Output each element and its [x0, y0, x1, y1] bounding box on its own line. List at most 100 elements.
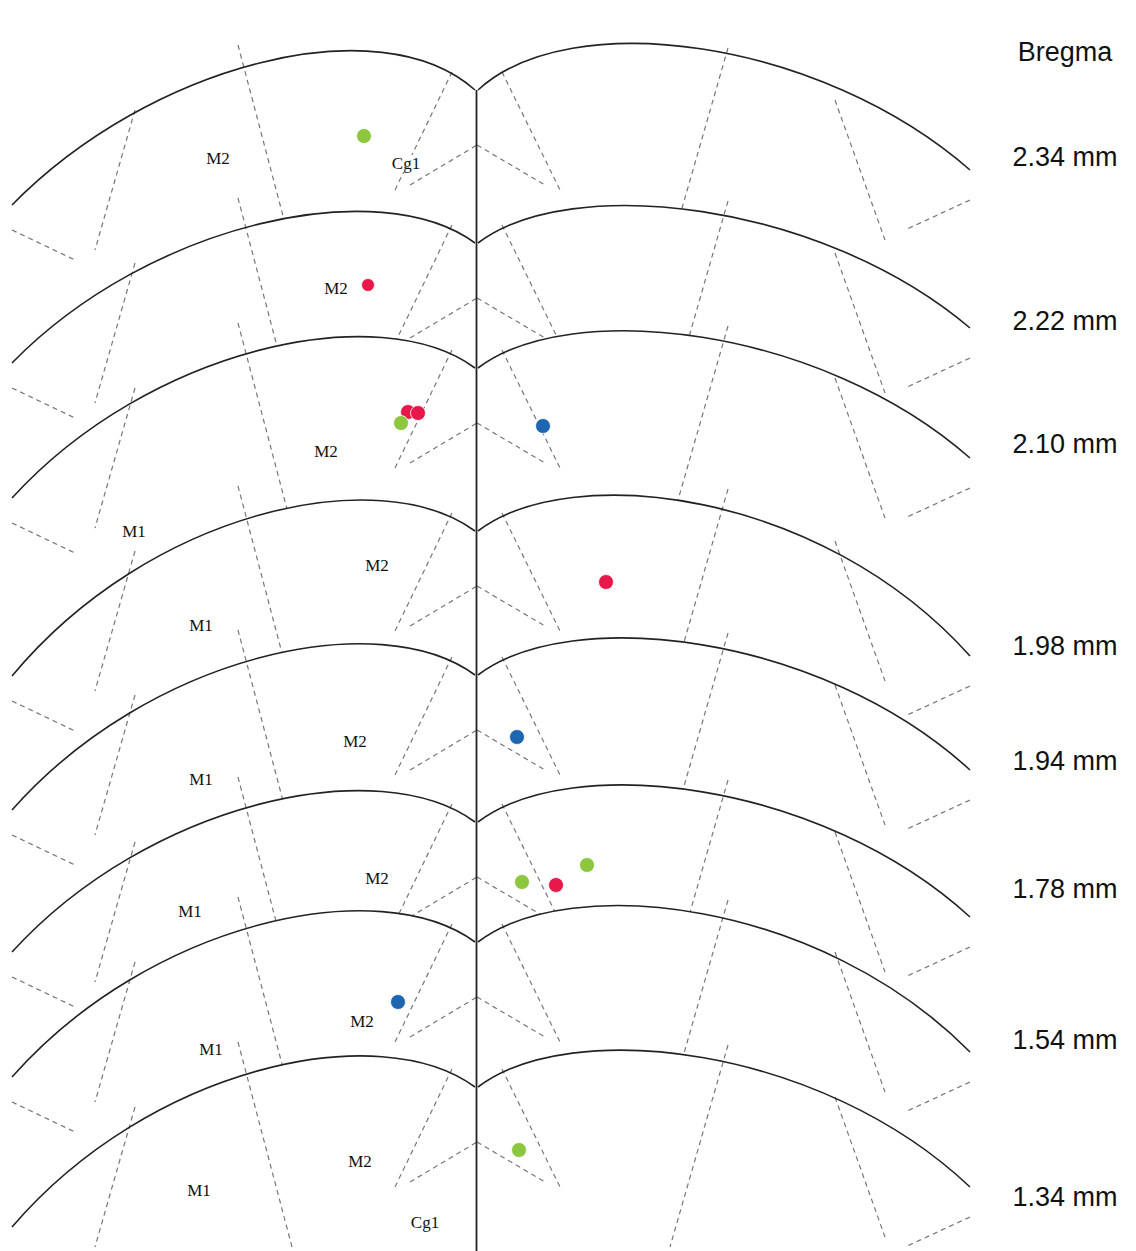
region-boundary [905, 1217, 970, 1247]
region-boundary [835, 541, 885, 681]
coronal-section [5, 777, 975, 1251]
section-ground [5, 906, 975, 1251]
injection-site [599, 575, 614, 590]
region-boundary [95, 388, 135, 528]
region-label: M2 [364, 557, 390, 574]
bregma-level: 1.78 mm [1012, 876, 1117, 903]
bregma-level: 1.98 mm [1012, 633, 1117, 660]
bregma-level: 2.10 mm [1012, 431, 1117, 458]
injection-site [362, 279, 375, 292]
bregma-level: 1.94 mm [1012, 748, 1117, 775]
region-boundary [905, 200, 970, 230]
region-label: M2 [323, 280, 349, 297]
region-boundary [477, 1142, 545, 1182]
cortex-outline [478, 785, 970, 917]
region-label: M1 [188, 771, 214, 788]
bregma-level: 1.34 mm [1012, 1184, 1117, 1211]
region-boundary [905, 1082, 970, 1112]
region-boundary [95, 962, 135, 1102]
coronal-section [5, 486, 975, 1251]
section-ground [5, 331, 975, 1251]
region-boundary [477, 298, 545, 338]
region-boundary [835, 1097, 885, 1237]
cortex-outline [478, 1050, 970, 1187]
section-ground [5, 638, 975, 1251]
region-boundary [410, 586, 477, 626]
region-boundary [905, 686, 970, 716]
coronal-section [5, 1042, 975, 1251]
section-ground [5, 785, 975, 1251]
region-boundary [395, 1069, 452, 1187]
region-boundary [502, 350, 560, 468]
injection-site [515, 875, 530, 890]
midline [476, 90, 478, 1251]
injection-site [357, 129, 372, 144]
region-boundary [502, 657, 560, 775]
injection-site [549, 878, 564, 893]
section-ground [5, 1050, 975, 1251]
region-boundary [477, 423, 545, 463]
cortex-outline [478, 906, 970, 1052]
region-label: M1 [198, 1041, 224, 1058]
bregma-level: Bregma [1018, 39, 1113, 66]
cortex-outline [478, 206, 970, 328]
region-boundary [12, 523, 75, 553]
coronal-section [5, 198, 975, 1251]
region-boundary [835, 952, 885, 1092]
region-label: M2 [205, 150, 231, 167]
region-label: M2 [349, 1013, 375, 1030]
coronal-section [5, 323, 975, 1251]
region-boundary [502, 804, 560, 922]
region-boundary [12, 835, 75, 865]
region-boundary [835, 832, 885, 972]
region-label: Cg1 [391, 155, 421, 172]
region-boundary [12, 230, 75, 260]
region-label: M2 [342, 733, 368, 750]
region-label: M1 [186, 1182, 212, 1199]
region-label: M1 [177, 903, 203, 920]
region-boundary [395, 72, 452, 190]
cortex-outline [12, 644, 475, 810]
region-boundary [410, 298, 477, 338]
region-boundary [95, 110, 135, 250]
section-ground [5, 206, 975, 1251]
injection-site [512, 1143, 527, 1158]
region-boundary [410, 423, 477, 463]
region-label: M2 [347, 1153, 373, 1170]
region-boundary [95, 695, 135, 835]
region-boundary [395, 225, 452, 343]
region-boundary [835, 253, 885, 393]
cortex-outline [478, 43, 970, 170]
region-boundary [502, 1069, 560, 1187]
region-boundary [502, 72, 560, 190]
cortex-outline [478, 495, 970, 656]
cortex-outline [12, 337, 475, 498]
region-boundary [670, 326, 728, 528]
region-boundary [395, 350, 452, 468]
region-boundary [95, 842, 135, 982]
region-boundary [670, 1045, 728, 1247]
cortex-outline [478, 638, 970, 770]
injection-site [411, 406, 426, 421]
region-boundary [410, 1142, 477, 1182]
region-boundary [502, 513, 560, 631]
cortex-outline [478, 331, 970, 458]
section-group [5, 43, 975, 1251]
region-boundary [502, 924, 560, 1042]
region-label: M2 [364, 870, 390, 887]
region-boundary [395, 924, 452, 1042]
region-label: M1 [121, 523, 147, 540]
region-boundary [410, 997, 477, 1037]
region-boundary [477, 730, 545, 770]
cortex-outline [12, 51, 475, 205]
region-boundary [12, 1102, 75, 1132]
injection-site [510, 730, 525, 745]
region-boundary [410, 730, 477, 770]
region-boundary [835, 378, 885, 518]
region-boundary [395, 657, 452, 775]
region-boundary [395, 513, 452, 631]
region-boundary [835, 100, 885, 240]
region-boundary [477, 877, 545, 917]
